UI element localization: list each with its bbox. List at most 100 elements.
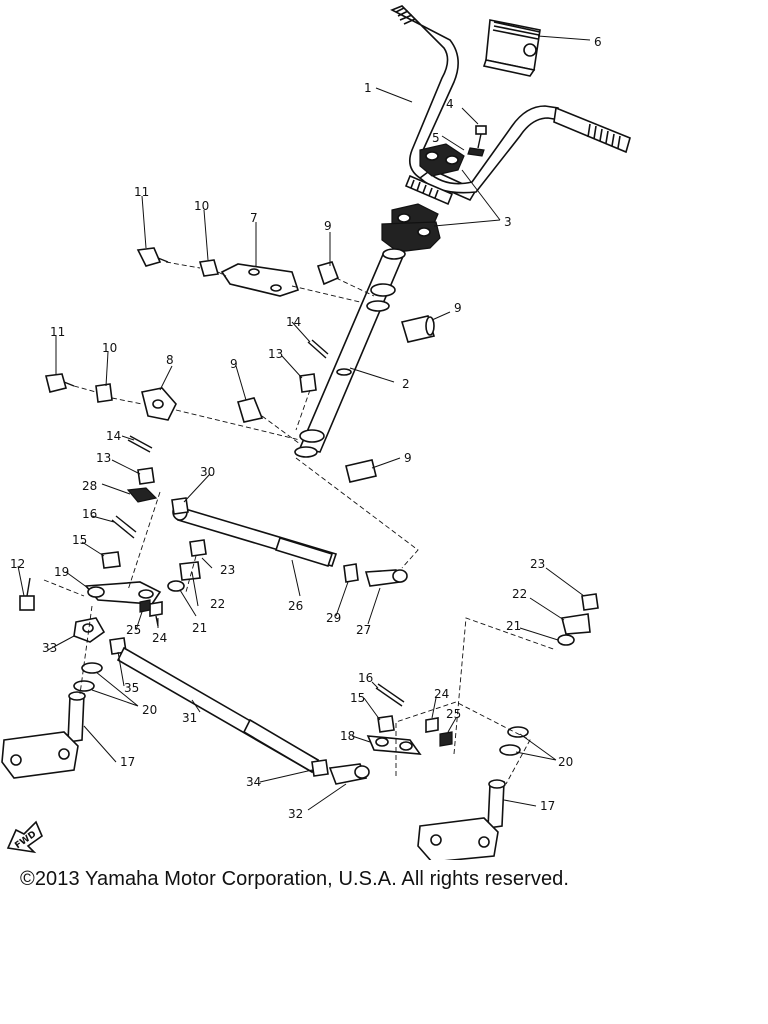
callout-9-a: 9 <box>324 219 332 233</box>
tie-rod-end-lower <box>328 763 370 785</box>
callout-9-c: 9 <box>230 357 238 371</box>
callout-15-a: 15 <box>72 533 87 547</box>
callout-5: 5 <box>432 131 440 145</box>
grip <box>482 19 541 77</box>
callout-22-a: 22 <box>210 597 225 611</box>
steering-parts-diagram: FWD <box>1 5 631 860</box>
handlebar-holders <box>381 143 465 253</box>
castle-nut-right <box>377 715 395 733</box>
callout-14-b: 14 <box>106 429 121 443</box>
fwd-arrow-icon: FWD <box>6 820 43 854</box>
knuckle-arm-right <box>366 735 422 755</box>
callout-12: 12 <box>10 557 25 571</box>
castle-nut-arm <box>137 467 155 485</box>
leader-lines <box>17 35 591 811</box>
bushing-b <box>400 315 436 343</box>
cotter-pin-column <box>307 339 329 359</box>
bolt-upper <box>136 247 169 267</box>
callout-10-b: 10 <box>102 341 117 355</box>
callout-13-b: 13 <box>96 451 111 465</box>
callout-15-b: 15 <box>350 691 365 705</box>
callout-21-a: 21 <box>192 621 207 635</box>
handlebar <box>390 5 631 206</box>
washers-left <box>73 662 103 692</box>
callout-25-b: 25 <box>446 707 461 721</box>
cotter-pin-lower <box>111 515 137 539</box>
nut-25-left <box>139 599 151 613</box>
callout-29: 29 <box>326 611 341 625</box>
arm-bolt <box>19 577 35 611</box>
pitman-arm <box>84 581 162 605</box>
callout-22-b: 22 <box>512 587 527 601</box>
tie-rod-upper <box>172 503 338 567</box>
callout-7: 7 <box>250 211 258 225</box>
washers-right <box>499 726 529 756</box>
nut-29 <box>343 563 359 583</box>
callout-25-a: 25 <box>126 623 141 637</box>
callout-23-a: 23 <box>220 563 235 577</box>
callout-35: 35 <box>124 681 139 695</box>
callout-9-b: 9 <box>454 301 462 315</box>
nut-lower <box>95 383 113 403</box>
callout-16-a: 16 <box>82 507 97 521</box>
nut-25-right <box>439 731 453 747</box>
callout-27: 27 <box>356 623 371 637</box>
cotter-pin-arm <box>127 435 153 453</box>
callout-16-b: 16 <box>358 671 373 685</box>
steering-column <box>294 248 406 458</box>
bolt-24-right <box>425 717 439 733</box>
callout-23-b: 23 <box>530 557 545 571</box>
column-bracket-lower <box>141 387 177 421</box>
callout-20-a: 20 <box>142 703 157 717</box>
clip-left <box>179 561 201 581</box>
cotter-pin-right <box>375 683 405 707</box>
dust-cap-left <box>189 539 207 557</box>
callout-17-a: 17 <box>120 755 135 769</box>
bushing-a <box>316 261 340 286</box>
bushing-d <box>345 459 377 483</box>
callout-20-b: 20 <box>558 755 573 769</box>
callout-11-b: 11 <box>50 325 65 339</box>
callout-3: 3 <box>504 215 512 229</box>
callout-18: 18 <box>340 729 355 743</box>
callout-13-a: 13 <box>268 347 283 361</box>
callout-19: 19 <box>54 565 69 579</box>
callout-6: 6 <box>594 35 602 49</box>
callout-34: 34 <box>246 775 261 789</box>
callout-32: 32 <box>288 807 303 821</box>
callout-9-d: 9 <box>404 451 412 465</box>
bolt-lower <box>45 373 75 393</box>
callout-10-a: 10 <box>194 199 209 213</box>
callout-11-a: 11 <box>134 185 149 199</box>
dust-cap-right <box>581 593 599 611</box>
handlebar-bolt <box>467 125 487 157</box>
callout-24-a: 24 <box>152 631 167 645</box>
callout-30: 30 <box>200 465 215 479</box>
bolt-24-left <box>149 601 163 627</box>
washer-left <box>167 580 185 592</box>
callout-14-a: 14 <box>286 315 301 329</box>
spindle-right <box>417 779 506 860</box>
bushing-c <box>236 397 264 423</box>
castle-nut-column <box>299 373 317 393</box>
assembly-lines <box>43 261 557 785</box>
callout-1: 1 <box>364 81 372 95</box>
callouts: 1 2 3 4 5 6 7 8 9 9 9 9 10 10 11 11 12 1… <box>10 35 602 821</box>
spindle-left <box>1 691 86 779</box>
nut-34 <box>311 759 329 777</box>
callout-4: 4 <box>446 97 454 111</box>
callout-17-b: 17 <box>540 799 555 813</box>
callout-31: 31 <box>182 711 197 725</box>
callout-33: 33 <box>42 641 57 655</box>
tie-rod-lower <box>116 646 320 774</box>
tie-rod-end-upper-right <box>364 569 408 587</box>
callout-2: 2 <box>402 377 410 391</box>
nut-upper <box>198 259 220 277</box>
callout-21-b: 21 <box>506 619 521 633</box>
callout-8: 8 <box>166 353 174 367</box>
tie-rod-end-left-upper <box>126 487 158 503</box>
callout-28: 28 <box>82 479 97 493</box>
castle-nut-lower <box>101 551 121 569</box>
column-bracket-upper <box>220 263 300 297</box>
callout-26: 26 <box>288 599 303 613</box>
